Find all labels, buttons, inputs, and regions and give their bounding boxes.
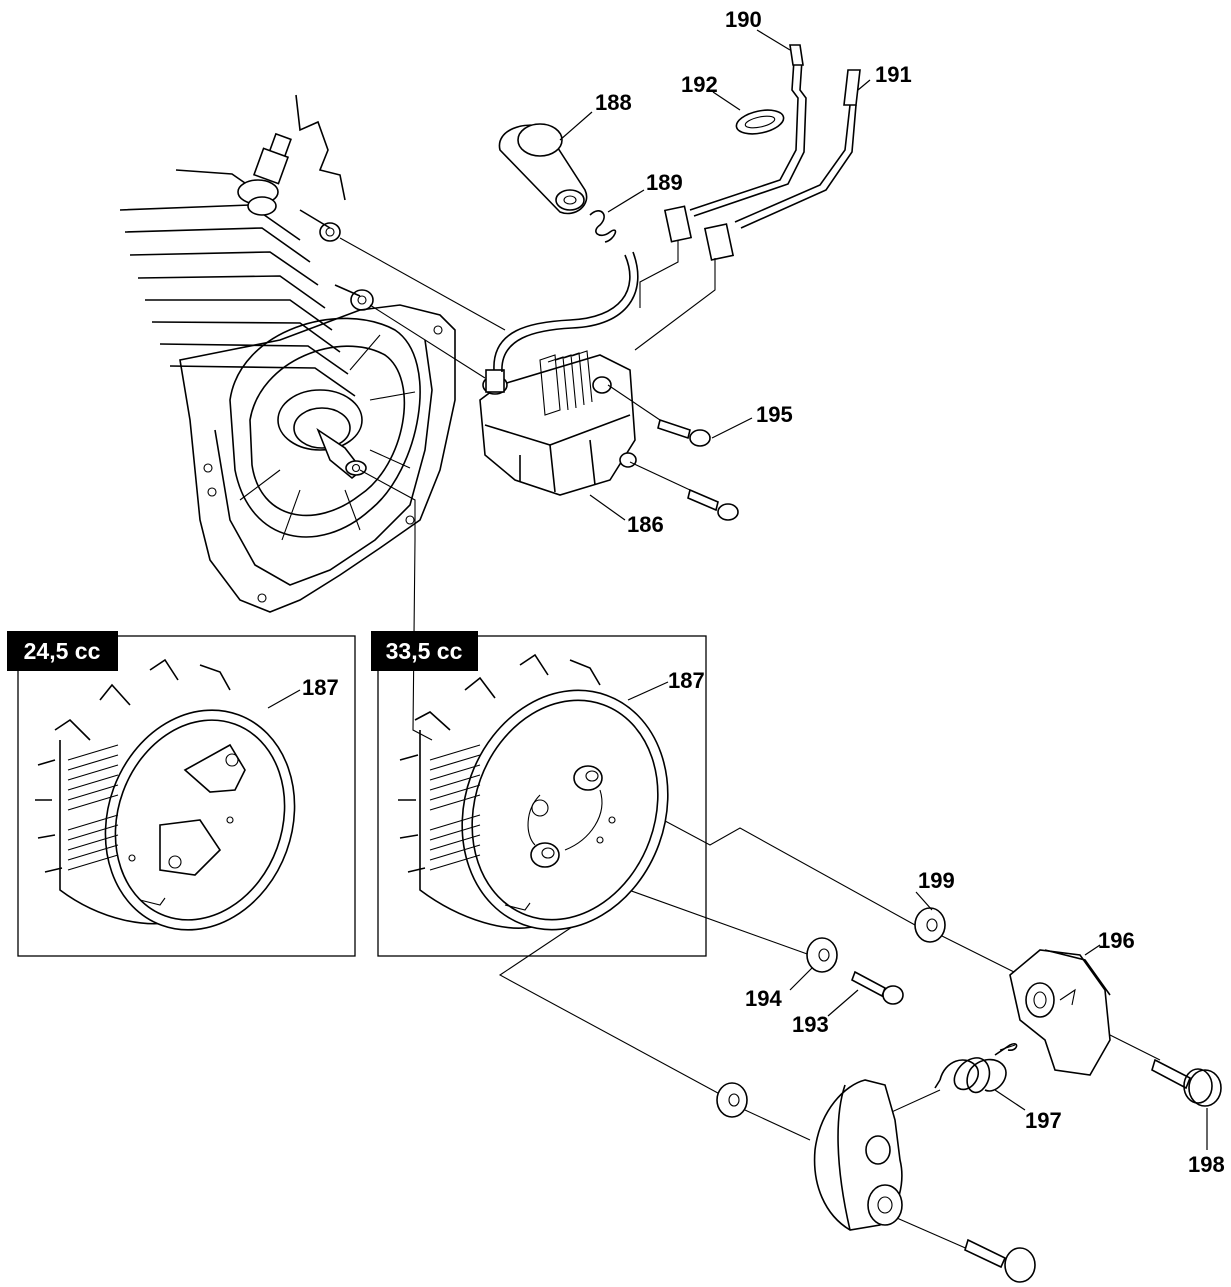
part-number-193: 193 [792,1012,829,1037]
bolt-193 [851,970,904,1005]
bolt-198 [1151,1058,1222,1107]
coil-screws [657,418,739,521]
part-number-199: 199 [918,868,955,893]
part-number-191: 191 [875,62,912,87]
clutch-spring-197 [934,1043,1018,1094]
clutch-shoe-lower [813,1079,903,1231]
engine-housing [119,94,456,613]
variant-panel-24cc: 24,5 cc 187 [7,631,356,957]
part-number-198: 198 [1188,1152,1225,1177]
part-number-192: 192 [681,72,718,97]
variant-label: 33,5 cc [386,638,463,664]
part-number-187: 187 [302,675,339,700]
ignition-coil [479,251,639,496]
variant-panel-33cc: 33,5 cc 187 [371,631,707,957]
bolt-lower [964,1238,1036,1283]
part-number-195: 195 [756,402,793,427]
flywheel-24cc [35,658,296,931]
spring-clip [589,210,617,243]
washer-lower [716,1082,748,1118]
variant-label: 24,5 cc [24,638,101,664]
part-number-197: 197 [1025,1108,1062,1133]
spark-plug [237,132,292,216]
stop-switch-leads [634,44,861,351]
part-number-189: 189 [646,170,683,195]
part-number-194: 194 [745,986,782,1011]
assembly-lines [339,237,1161,1251]
part-labels: 190 191 192 188 189 195 186 199 196 194 … [559,7,1225,1177]
part-number-190: 190 [725,7,762,32]
part-number-186: 186 [627,512,664,537]
grommet [735,109,785,135]
washer-199 [914,907,946,943]
washer-194 [806,937,838,973]
spark-plug-cap [498,123,588,215]
part-number-188: 188 [595,90,632,115]
part-number-196: 196 [1098,928,1135,953]
part-number-187: 187 [668,668,705,693]
clutch-shoe-196 [1009,949,1111,1076]
flywheel-33cc [398,653,669,931]
